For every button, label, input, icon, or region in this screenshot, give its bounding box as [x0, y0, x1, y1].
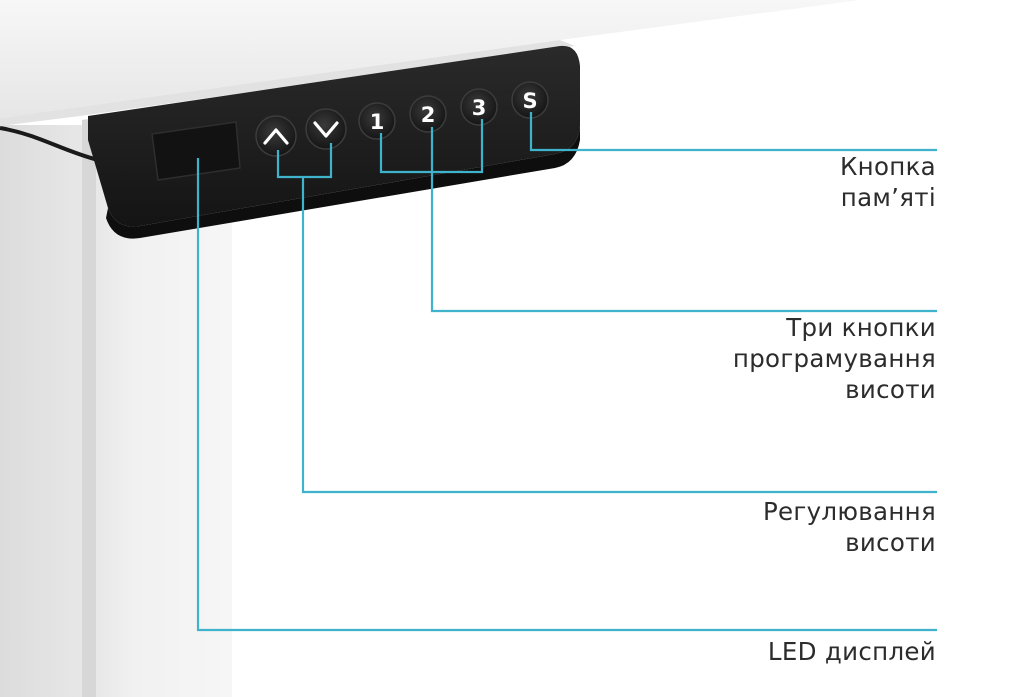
- callout-bracket-height: [276, 143, 333, 179]
- callout-height-line-1: Регулювання: [762, 497, 936, 526]
- preset-3-label: 3: [472, 96, 487, 120]
- led-display: [151, 121, 241, 181]
- callout-memory-button: Кнопка пам’яті: [840, 151, 936, 213]
- desk-leg: [82, 105, 232, 697]
- preset-2-label: 2: [421, 103, 436, 127]
- preset-2-button[interactable]: 2: [409, 95, 447, 133]
- callout-lines: [196, 112, 937, 632]
- callout-preset-line-1: Три кнопки: [786, 313, 936, 342]
- up-button[interactable]: [255, 115, 297, 157]
- callout-height-adjust: Регулювання висоти: [763, 496, 936, 558]
- chevron-down-icon: [313, 121, 339, 138]
- callout-memory-line-2: пам’яті: [840, 183, 936, 212]
- callout-line-height: [301, 177, 937, 494]
- controller-cable: [0, 126, 99, 162]
- callout-preset-line-2: програмування: [732, 344, 936, 373]
- callout-height-line-2: висоти: [845, 528, 936, 557]
- callout-line-led: [196, 158, 937, 632]
- desk-top-edge: [0, 40, 575, 126]
- save-button-label: S: [522, 89, 537, 113]
- control-panel-bottom-edge: [106, 126, 580, 239]
- desk-leg-edge: [82, 118, 96, 697]
- save-button[interactable]: S: [511, 81, 549, 119]
- preset-1-label: 1: [370, 110, 385, 134]
- chevron-up-icon: [263, 128, 289, 145]
- down-button[interactable]: [305, 108, 347, 150]
- callout-led-display: LED дисплей: [768, 636, 936, 667]
- callout-led-line-1: LED дисплей: [767, 637, 936, 666]
- preset-3-button[interactable]: 3: [460, 88, 498, 126]
- desk-top: [0, 0, 860, 118]
- callout-memory-line-1: Кнопка: [839, 152, 936, 181]
- preset-1-button[interactable]: 1: [358, 102, 396, 140]
- callout-preset-line-3: висоти: [845, 375, 936, 404]
- callout-line-memory: [529, 112, 937, 152]
- callout-line-presets: [430, 127, 937, 313]
- callout-preset-buttons: Три кнопки програмування висоти: [733, 312, 936, 405]
